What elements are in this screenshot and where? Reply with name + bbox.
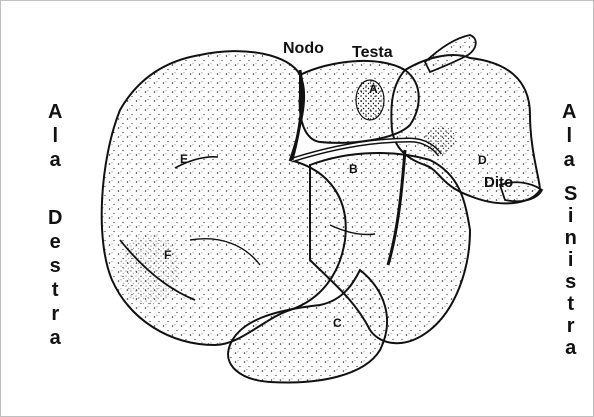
ala-label-left: A l a — [48, 102, 62, 170]
testa-label: Testa — [352, 44, 393, 62]
label-f: F — [164, 248, 171, 262]
label-b: B — [349, 162, 358, 176]
destra-label: D e s t r a — [48, 208, 62, 348]
dito-label: Dito — [484, 174, 513, 191]
label-a: A — [369, 82, 378, 96]
shade-left — [120, 235, 180, 305]
nodo-label: Nodo — [283, 40, 324, 58]
label-c: C — [333, 316, 342, 330]
ala-label-right: A l a — [562, 102, 576, 170]
shade-d — [424, 126, 456, 154]
sinistra-label: S i n i s t r a — [564, 184, 577, 358]
label-d: D — [478, 153, 487, 167]
label-e: E — [180, 152, 188, 166]
